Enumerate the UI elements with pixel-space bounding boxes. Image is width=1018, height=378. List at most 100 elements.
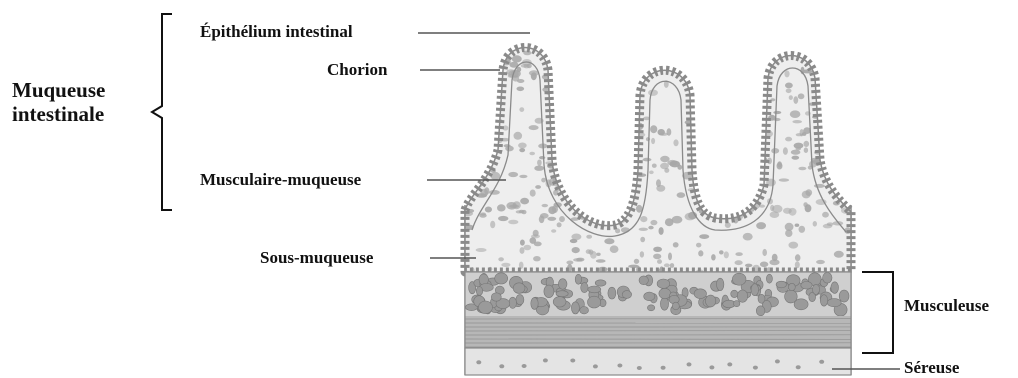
cell — [539, 156, 545, 159]
muscle-nodule — [644, 292, 655, 301]
cell — [533, 256, 541, 261]
mucosa-layer — [462, 27, 853, 275]
cell — [660, 163, 669, 169]
cell — [830, 106, 837, 112]
cell — [727, 55, 736, 61]
cell — [724, 251, 729, 258]
cell — [795, 261, 800, 268]
cell — [598, 212, 608, 218]
label-mucosa-group: Muqueuse intestinale — [12, 78, 142, 126]
cell — [745, 264, 752, 268]
cell — [696, 153, 705, 159]
cell — [484, 150, 489, 154]
cell — [485, 207, 492, 213]
cell — [640, 216, 647, 222]
cell — [618, 74, 623, 77]
cell — [596, 253, 600, 256]
cell — [570, 184, 578, 189]
cell — [721, 176, 730, 184]
cell — [749, 99, 755, 105]
cell — [625, 178, 631, 183]
muscle-nodule — [622, 291, 631, 299]
muscle-nodule — [705, 295, 715, 307]
cell — [838, 161, 844, 168]
cell — [498, 257, 504, 261]
cell — [597, 82, 603, 88]
cell — [698, 110, 702, 114]
cell — [463, 143, 470, 149]
cell — [483, 28, 492, 36]
cell — [529, 125, 539, 130]
serosa-cell — [796, 365, 801, 369]
cell — [541, 178, 546, 183]
muscularis-bracket — [862, 272, 893, 353]
cell — [651, 138, 655, 144]
cell — [795, 224, 800, 227]
cell — [621, 227, 630, 233]
muscle-nodule — [812, 284, 819, 294]
cell — [848, 31, 852, 35]
cell — [655, 46, 665, 52]
cell — [476, 248, 487, 252]
cell — [619, 103, 629, 109]
cell — [483, 89, 490, 95]
cell — [822, 212, 829, 218]
cell — [656, 185, 665, 192]
cell — [645, 57, 649, 64]
cell — [694, 79, 701, 86]
cell — [798, 93, 805, 99]
cell — [697, 44, 707, 52]
cell — [637, 29, 645, 34]
serosa-cell — [570, 359, 575, 363]
cell — [476, 161, 481, 167]
muscle-nodule — [516, 295, 524, 305]
muscle-nodule — [479, 301, 493, 314]
cell — [769, 259, 779, 265]
cell — [729, 49, 740, 57]
muscle-nodule — [659, 288, 671, 298]
cell — [792, 120, 802, 123]
cell — [677, 192, 686, 198]
cell — [578, 147, 584, 151]
cell — [608, 64, 615, 68]
cell — [589, 34, 596, 39]
cell — [740, 128, 747, 133]
cell — [657, 259, 662, 264]
cell — [826, 50, 832, 54]
muscle-nodule — [785, 290, 798, 303]
cell — [748, 155, 756, 161]
cell — [840, 70, 847, 77]
cell — [749, 58, 755, 65]
cell — [623, 55, 631, 61]
cell — [770, 205, 774, 211]
muscle-nodule — [571, 302, 579, 314]
cell — [783, 208, 792, 214]
muscle-nodule — [544, 285, 554, 298]
cell — [696, 243, 701, 248]
cell — [737, 134, 743, 137]
cell — [814, 55, 823, 62]
label-submucosa: Sous-muqueuse — [260, 248, 373, 268]
cell — [473, 147, 480, 153]
cell — [566, 261, 573, 265]
muscle-nodule — [823, 273, 832, 284]
cell — [670, 263, 674, 268]
cell — [722, 94, 727, 102]
cell — [760, 262, 768, 268]
cell — [575, 66, 580, 71]
muscle-nodule — [756, 306, 765, 316]
cell — [785, 83, 793, 89]
cell — [729, 111, 739, 118]
cell — [612, 87, 618, 95]
cell — [716, 53, 727, 60]
cell — [568, 54, 578, 60]
cell — [755, 77, 761, 84]
cell — [582, 176, 586, 182]
muscle-nodule — [732, 273, 746, 285]
muscle-nodule — [491, 293, 501, 301]
cell — [847, 81, 854, 86]
cell — [508, 172, 518, 177]
cell — [604, 119, 612, 123]
cell — [606, 196, 613, 201]
serosa-band — [465, 348, 851, 375]
